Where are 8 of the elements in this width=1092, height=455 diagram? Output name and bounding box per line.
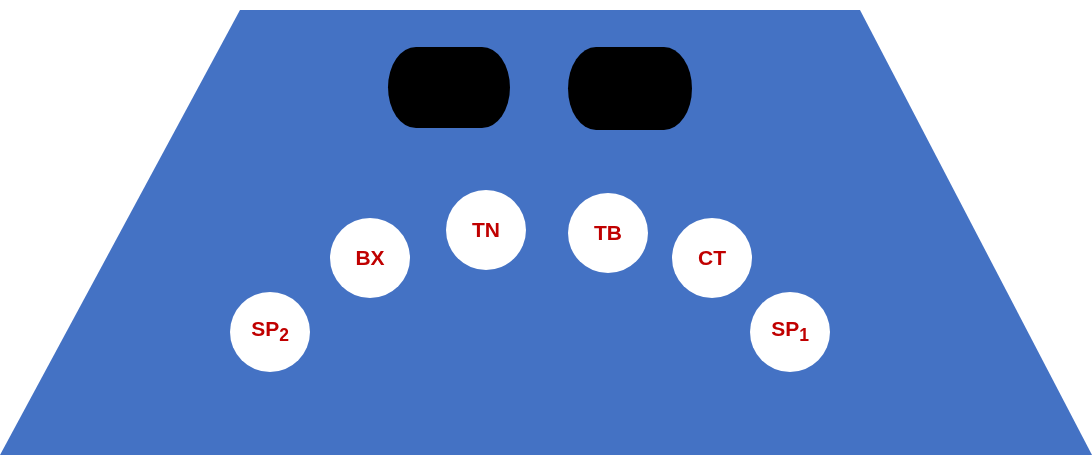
seat-label: SP$_{1}$ xyxy=(771,317,809,347)
seat-label: SP$_{2}$ xyxy=(251,317,289,347)
seat-label: TN xyxy=(472,218,500,242)
rounded-block xyxy=(388,47,510,128)
rounded-block xyxy=(568,47,692,130)
seat-label: CT xyxy=(698,246,726,270)
seat-label: TB xyxy=(594,221,622,245)
seat-label: BX xyxy=(355,246,385,270)
